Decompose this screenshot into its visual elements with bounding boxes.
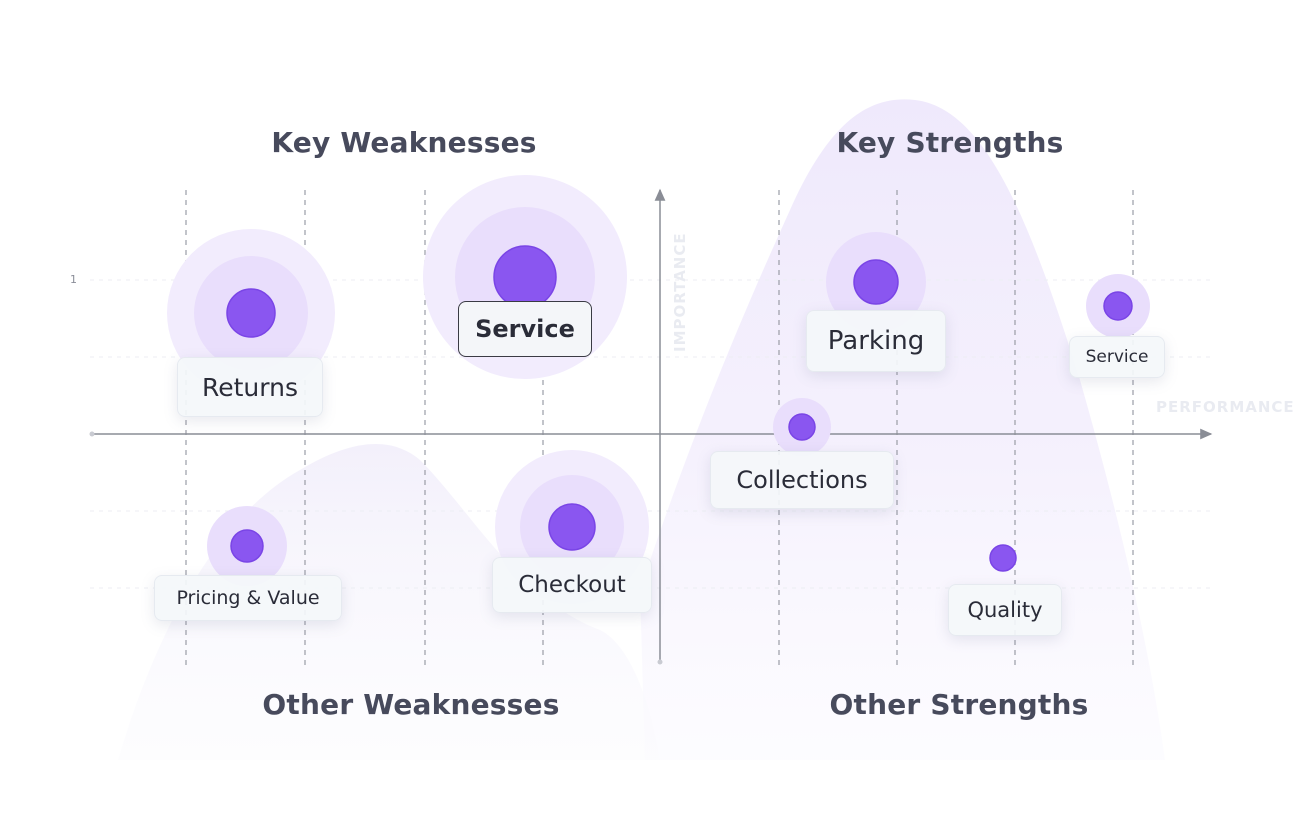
y-axis-origin-dot — [657, 659, 663, 665]
bubble-dot[interactable] — [788, 413, 816, 441]
item-chip-checkout[interactable]: Checkout — [492, 557, 652, 613]
other-strengths-title: Other Strengths — [829, 688, 1089, 721]
bubble-dot[interactable] — [853, 259, 899, 305]
key-strengths-title: Key Strengths — [836, 126, 1064, 159]
x-axis-origin-dot — [89, 431, 95, 437]
item-chip-service-strength[interactable]: Service — [1069, 336, 1165, 378]
bubble-dot[interactable] — [230, 529, 264, 563]
y-axis-label: IMPORTANCE — [671, 232, 689, 352]
other-weaknesses-title: Other Weaknesses — [262, 688, 560, 721]
item-chip-returns[interactable]: Returns — [177, 357, 323, 417]
key-weaknesses-title: Key Weaknesses — [271, 126, 537, 159]
bubble-dot[interactable] — [493, 245, 557, 309]
item-chip-quality[interactable]: Quality — [948, 584, 1062, 636]
bubble-parking[interactable] — [826, 232, 926, 332]
bubble-dot[interactable] — [989, 544, 1017, 572]
bubble-dot[interactable] — [548, 503, 596, 551]
bubble-collections[interactable] — [773, 398, 831, 456]
x-axis-label: PERFORMANCE — [1156, 398, 1295, 416]
bubble-dot[interactable] — [226, 288, 276, 338]
y-tick-label: 1 — [70, 273, 77, 286]
item-chip-collections[interactable]: Collections — [710, 451, 894, 509]
bubble-pricing-value[interactable] — [207, 506, 287, 586]
item-chip-service-weakness[interactable]: Service — [458, 301, 592, 357]
bubble-dot[interactable] — [1103, 291, 1133, 321]
bubble-service-strength[interactable] — [1086, 274, 1150, 338]
item-chip-parking[interactable]: Parking — [806, 310, 946, 372]
item-chip-pricing-value[interactable]: Pricing & Value — [154, 575, 342, 621]
bubble-returns[interactable] — [167, 229, 335, 397]
background-blob-right — [640, 99, 1165, 760]
bubble-quality[interactable] — [989, 544, 1017, 572]
